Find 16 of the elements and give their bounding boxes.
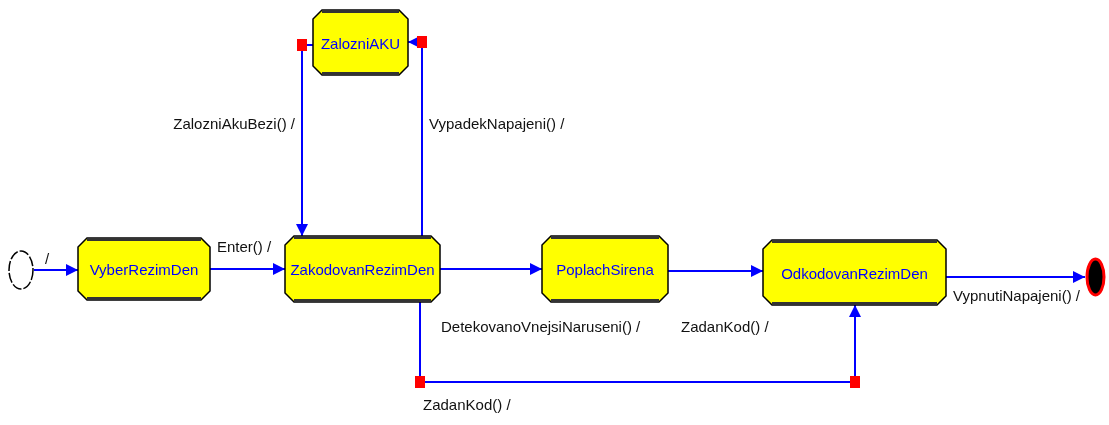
transition-arrow: [296, 44, 314, 237]
edge-label: /: [44, 250, 51, 267]
state-name: PoplachSirena: [555, 260, 655, 278]
edge-label: DetekovanoVnejsiNaruseni() /: [440, 318, 642, 335]
transition-arrow: [419, 301, 861, 383]
edge-label: ZalozniAkuBezi() /: [172, 115, 296, 132]
edge-label: VypadekNapajeni() /: [428, 115, 566, 132]
edge-label: ZadanKod() /: [680, 318, 770, 335]
state-name: ZakodovanRezimDen: [289, 260, 436, 278]
state-name: ZalozniAKU: [319, 34, 402, 51]
state-name: VyberRezimDen: [88, 260, 200, 278]
edge-label: VypnutiNapajeni() /: [952, 287, 1081, 304]
edge-label: Enter() /: [216, 238, 273, 255]
state-name: OdkodovanRezimDen: [780, 264, 929, 281]
transition-arrow: [33, 264, 79, 276]
edge-label: ZadanKod() /: [422, 396, 512, 413]
